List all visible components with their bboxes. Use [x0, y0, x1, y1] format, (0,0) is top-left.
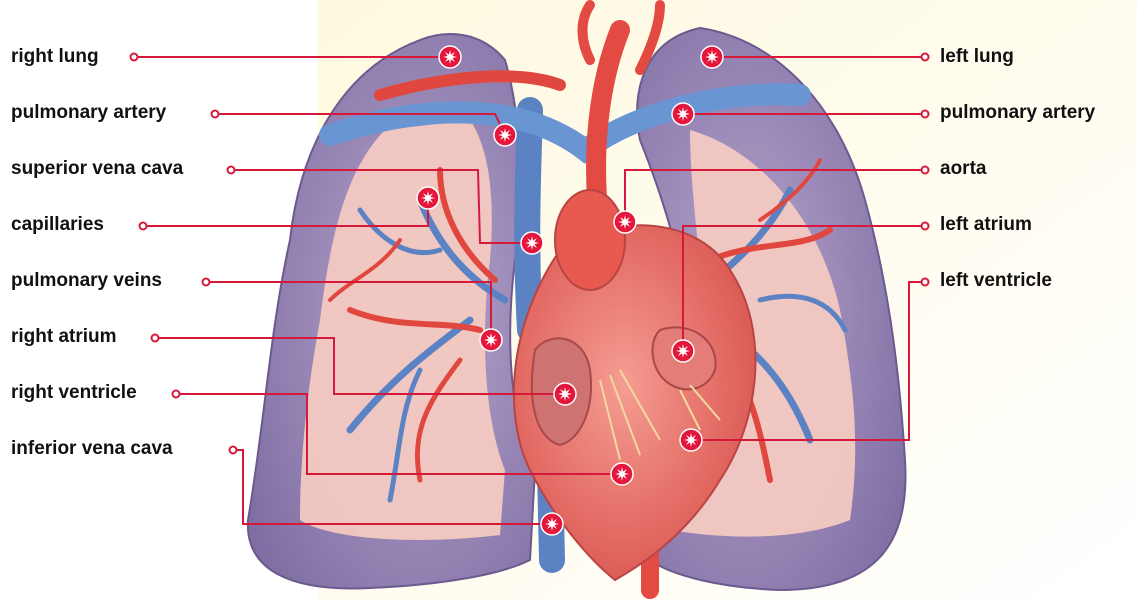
leader-dot-right-ventricle — [173, 391, 180, 398]
label-pulmonary-artery-left: pulmonary artery — [940, 102, 1095, 124]
leader-dot-left-lung — [922, 54, 929, 61]
marker-burst-icon — [541, 513, 563, 535]
label-superior-vena-cava: superior vena cava — [11, 158, 183, 180]
leader-dot-inferior-vena-cava — [230, 447, 237, 454]
marker-burst-icon — [680, 429, 702, 451]
label-left-ventricle: left ventricle — [940, 270, 1052, 292]
marker-burst-icon — [701, 46, 723, 68]
label-pulmonary-veins: pulmonary veins — [11, 270, 162, 292]
label-right-lung: right lung — [11, 46, 99, 68]
marker-burst-icon — [494, 124, 516, 146]
label-left-atrium: left atrium — [940, 214, 1032, 236]
label-right-ventricle: right ventricle — [11, 382, 137, 404]
leader-dot-right-lung — [131, 54, 138, 61]
label-aorta: aorta — [940, 158, 986, 180]
marker-burst-icon — [672, 340, 694, 362]
marker-burst-icon — [480, 329, 502, 351]
marker-burst-icon — [554, 383, 576, 405]
label-pulmonary-artery-right: pulmonary artery — [11, 102, 166, 124]
marker-burst-icon — [614, 211, 636, 233]
label-right-atrium: right atrium — [11, 326, 117, 348]
marker-burst-icon — [439, 46, 461, 68]
label-capillaries: capillaries — [11, 214, 104, 236]
marker-burst-icon — [417, 187, 439, 209]
leader-dot-left-atrium — [922, 223, 929, 230]
leader-dot-pulmonary-artery-left — [922, 111, 929, 118]
marker-burst-icon — [611, 463, 633, 485]
label-left-lung: left lung — [940, 46, 1014, 68]
leader-dot-left-ventricle — [922, 279, 929, 286]
leader-dot-superior-vena-cava — [228, 167, 235, 174]
marker-burst-icon — [521, 232, 543, 254]
leader-dot-capillaries — [140, 223, 147, 230]
label-inferior-vena-cava: inferior vena cava — [11, 438, 173, 460]
leader-dot-aorta — [922, 167, 929, 174]
leader-dot-right-atrium — [152, 335, 159, 342]
leader-dot-pulmonary-veins — [203, 279, 210, 286]
aortic-bulb — [555, 190, 625, 290]
leader-dot-pulmonary-artery-right — [212, 111, 219, 118]
marker-burst-icon — [672, 103, 694, 125]
